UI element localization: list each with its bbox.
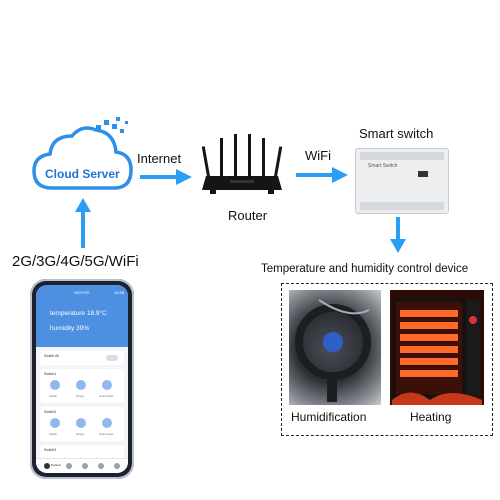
smart-switch-label: Smart switch <box>359 126 434 141</box>
router-icon <box>201 134 283 194</box>
tab-default-icon[interactable] <box>44 463 50 469</box>
switch-row-card: Switch3 <box>40 445 124 461</box>
app-title: MOYITE <box>74 290 90 295</box>
tab-icon[interactable] <box>98 463 104 469</box>
switch-row-card: Switch2 switch timing count down <box>40 407 124 441</box>
countdown-button[interactable] <box>102 418 112 428</box>
arrow-cloud-to-router <box>140 169 192 185</box>
app-header: MOYITE 14:58 temperature 18.9°C humidity… <box>36 285 128 347</box>
timing-button-label: timing <box>76 432 84 436</box>
timing-button-label: timing <box>76 394 84 398</box>
switch-all-toggle[interactable] <box>106 355 118 361</box>
humidifier-fan-image <box>289 290 381 405</box>
arrow-switch-to-devices <box>390 217 406 253</box>
arrow-router-to-switch <box>296 167 348 183</box>
switch-terminals <box>360 152 444 160</box>
switch-button[interactable] <box>50 418 60 428</box>
tab-default-label: Default <box>51 463 61 467</box>
temperature-readout: temperature 18.9°C <box>50 310 107 317</box>
tab-icon[interactable] <box>82 463 88 469</box>
heating-label: Heating <box>410 410 452 424</box>
humidification-label: Humidification <box>291 410 367 424</box>
cloud-server-label: Cloud Server <box>45 167 120 181</box>
timing-button[interactable] <box>76 380 86 390</box>
humidity-readout: humidity 39% <box>50 325 90 332</box>
network-label: 2G/3G/4G/5G/WiFi <box>12 253 139 270</box>
arrow-phone-to-cloud <box>75 198 91 248</box>
switch-indicator <box>418 171 428 177</box>
switch-button[interactable] <box>50 380 60 390</box>
device-title: Temperature and humidity control device <box>261 263 469 275</box>
switch-row-name: Switch2 <box>44 410 57 414</box>
switch-row-name: Switch1 <box>44 372 57 376</box>
heater-image <box>390 290 484 405</box>
countdown-button-label: count down <box>99 432 114 436</box>
smart-switch-device: Smart Switch <box>355 148 449 214</box>
switch-button-label: switch <box>49 394 57 398</box>
smartphone: MOYITE 14:58 temperature 18.9°C humidity… <box>30 279 134 479</box>
tab-icon[interactable] <box>66 463 72 469</box>
tab-icon[interactable] <box>114 463 120 469</box>
switch-button-label: switch <box>49 432 57 436</box>
tab-bar: Default <box>36 458 128 473</box>
wifi-label: WiFi <box>305 148 331 163</box>
switch-header-text: Smart Switch <box>368 163 398 169</box>
switch-all-label: Switch All <box>44 354 59 358</box>
status-time: 14:58 <box>113 290 124 295</box>
device-box: Humidification Heating <box>281 283 493 436</box>
timing-button[interactable] <box>76 418 86 428</box>
phone-screen: MOYITE 14:58 temperature 18.9°C humidity… <box>36 285 128 473</box>
switch-all-card: Switch All <box>40 351 124 365</box>
countdown-button[interactable] <box>102 380 112 390</box>
countdown-button-label: count down <box>99 394 114 398</box>
internet-label: Internet <box>137 151 182 166</box>
cloud-server-icon <box>32 117 133 190</box>
switch-row-card: Switch1 switch timing count down <box>40 369 124 403</box>
router-label: Router <box>228 208 268 223</box>
switch-bottom-terminals <box>360 202 444 210</box>
switch-row-name: Switch3 <box>44 448 57 452</box>
